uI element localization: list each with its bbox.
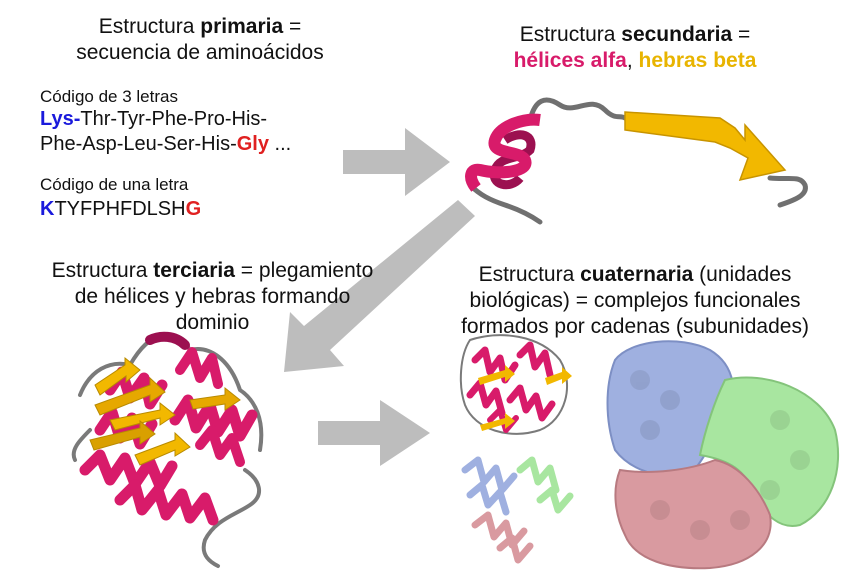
- secondary-title-post: =: [732, 23, 751, 46]
- sequence-last-residue: Gly: [236, 133, 269, 155]
- quaternary-title-post: (unidades: [693, 263, 792, 286]
- primary-subtitle: secuencia de aminoácidos: [76, 41, 324, 64]
- tertiary-title: Estructura terciaria = plegamiento de hé…: [25, 258, 400, 336]
- chain-pink: [614, 458, 772, 570]
- sequence-first-dash: -: [73, 108, 81, 130]
- sequence-ellipsis: ...: [268, 133, 292, 155]
- primary-title-bold: primaria: [200, 15, 284, 38]
- one-letter-last: G: [185, 198, 202, 220]
- beta-strand: [624, 111, 787, 182]
- tertiary-line3: dominio: [175, 311, 250, 334]
- quaternary-line3: formados por cadenas (subunidades): [461, 315, 809, 338]
- quaternary-line2: biológicas) = complejos funcionales: [469, 289, 801, 312]
- secondary-title-bold: secundaria: [621, 23, 733, 46]
- one-letter-middle: TYFPHFDLSH: [54, 198, 186, 220]
- quaternary-title-pre: Estructura: [478, 263, 581, 286]
- coil-segment: [527, 97, 628, 123]
- sequence-line2: Phe-Asp-Leu-Ser-His-: [40, 133, 237, 155]
- tertiary-title-pre: Estructura: [51, 259, 154, 282]
- secondary-title: Estructura secundaria = hélices alfa, he…: [470, 22, 800, 74]
- sequence-line1: Thr-Tyr-Phe-Pro-His-: [80, 108, 268, 130]
- tertiary-title-post: = plegamiento: [234, 259, 374, 282]
- one-letter-first: K: [40, 198, 55, 220]
- strands-label: hebras beta: [638, 49, 757, 72]
- tertiary-title-bold: terciaria: [153, 259, 235, 282]
- primary-title: Estructura primaria = secuencia de amino…: [40, 14, 360, 66]
- tertiary-line2: de hélices y hebras formando: [74, 285, 351, 308]
- coil-start: [467, 182, 543, 225]
- primary-title-post: =: [283, 15, 302, 38]
- one-letter-label: Código de una letra: [40, 175, 189, 194]
- sequence-first-residue: Lys: [40, 108, 74, 130]
- helices-label: hélices alfa: [513, 49, 627, 72]
- one-letter-sequence: KTYFPHFDLSHG: [40, 197, 201, 222]
- coil-end: [767, 175, 808, 208]
- secondary-comma: ,: [626, 49, 639, 72]
- quaternary-title-bold: cuaternaria: [580, 263, 694, 286]
- alpha-helix-front: [465, 113, 541, 192]
- three-letter-sequence: Lys-Thr-Tyr-Phe-Pro-His- Phe-Asp-Leu-Ser…: [40, 107, 340, 157]
- primary-title-pre: Estructura: [98, 15, 201, 38]
- chain-green: [698, 376, 840, 527]
- quaternary-title: Estructura cuaternaria (unidades biológi…: [440, 262, 830, 340]
- three-letter-label: Código de 3 letras: [40, 87, 178, 106]
- secondary-title-pre: Estructura: [519, 23, 622, 46]
